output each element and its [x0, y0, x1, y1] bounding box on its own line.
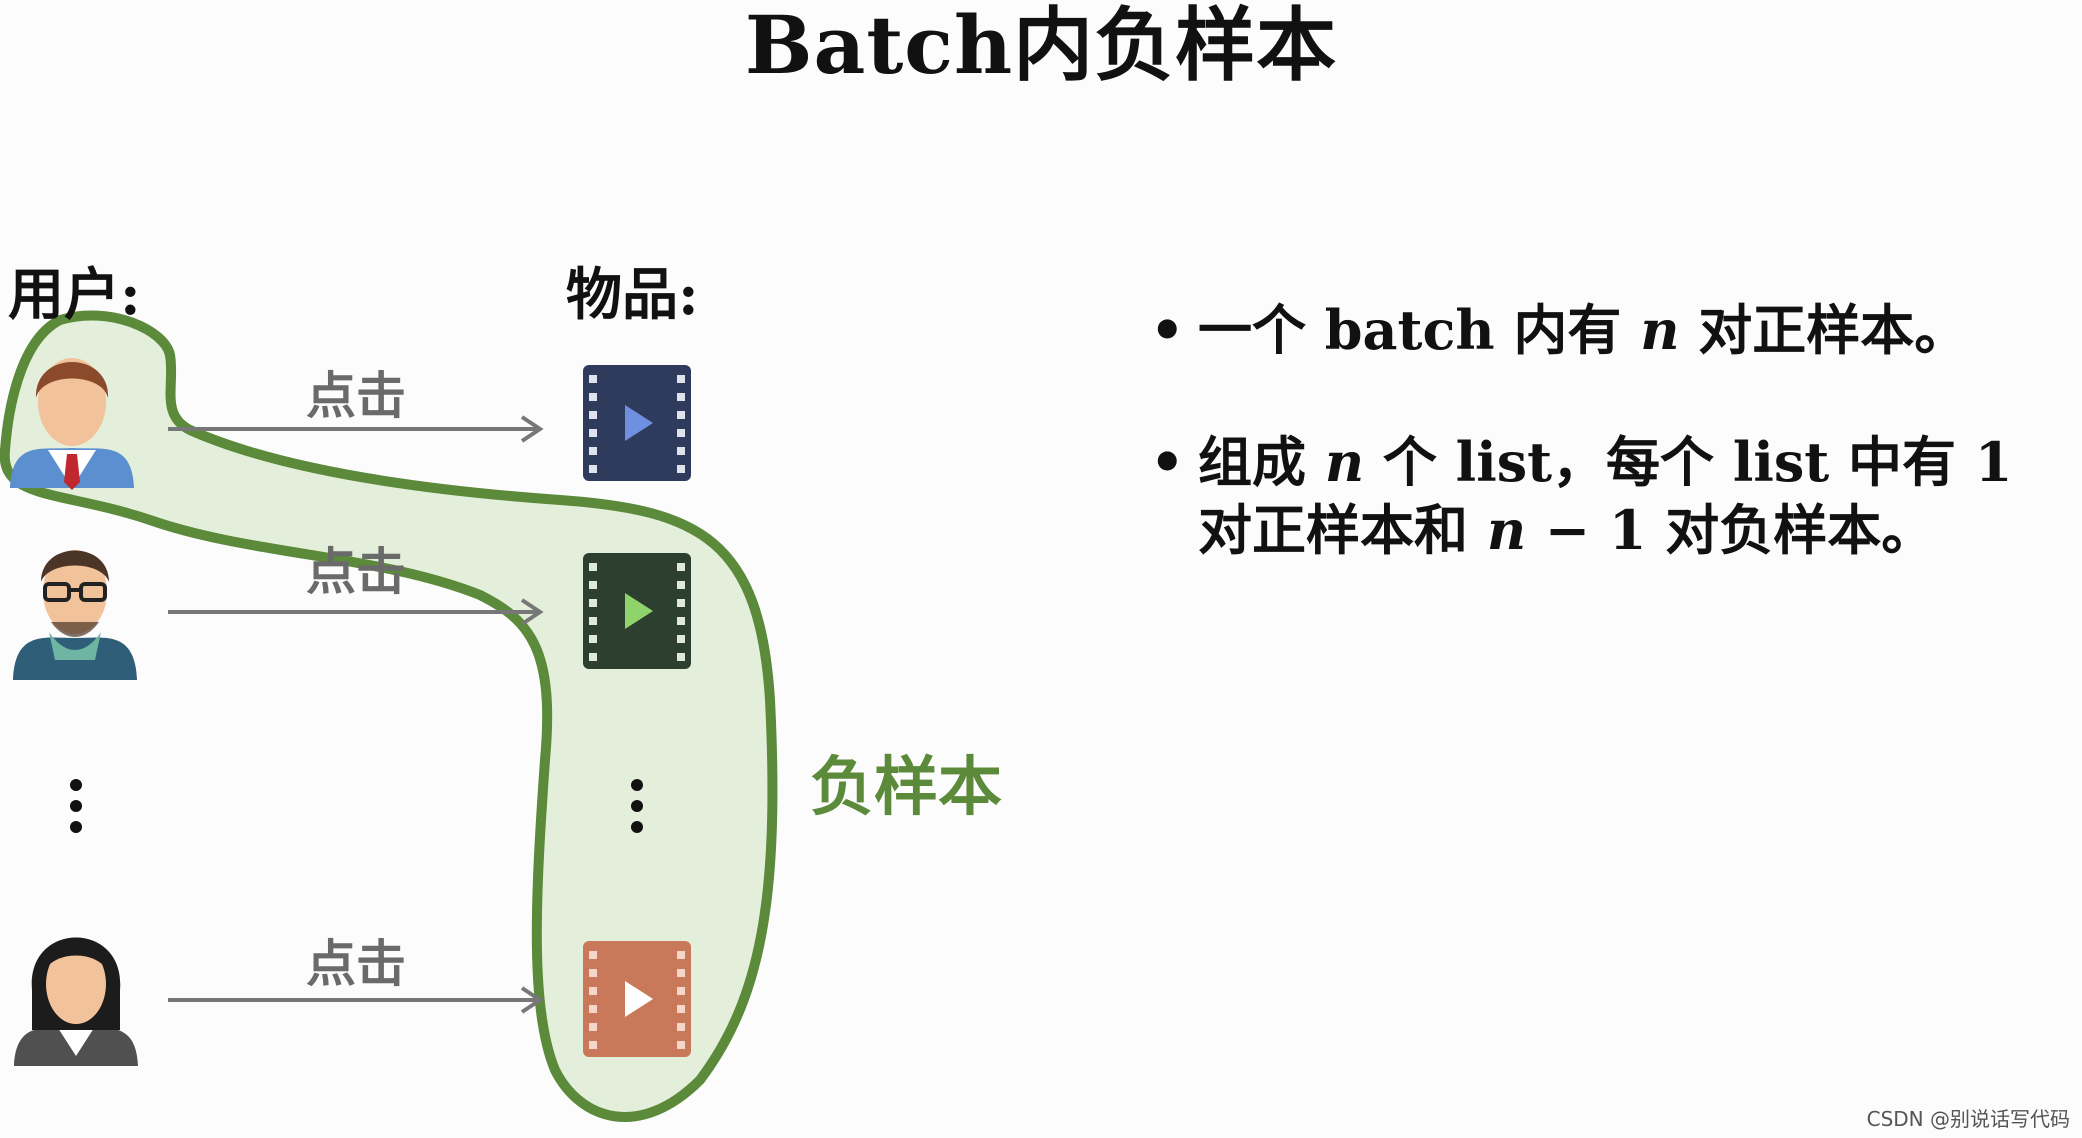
- math-var: n: [1640, 298, 1680, 362]
- math-var: n: [1324, 430, 1365, 494]
- user-avatar-1: [10, 358, 134, 490]
- bullet-dot: •: [1150, 298, 1185, 362]
- negative-sample-region: [0, 310, 778, 1122]
- bullet-item: •一个 batch 内有 n 对正样本。: [1150, 296, 1968, 364]
- edge-label: 点击: [306, 934, 406, 993]
- item-video-3: [583, 941, 691, 1057]
- user-avatar-3: [14, 937, 138, 1066]
- watermark-footer: CSDN @别说话写代码: [1866, 1107, 2070, 1131]
- bullet-continuation: 对正样本和 n − 1 对负样本。: [1198, 496, 1935, 564]
- items-ellipsis: [631, 779, 643, 833]
- bullet-text: 对正样本。: [1679, 298, 1969, 362]
- bullet-item: •组成 n 个 list，每个 list 中有 1: [1150, 428, 2012, 496]
- users-heading: 用户:: [8, 262, 141, 328]
- click-arrow-1: [168, 415, 544, 443]
- bullet-text: 一个 batch 内有: [1198, 298, 1641, 362]
- bullet-text: 个 list，每个 list 中有 1: [1364, 430, 2013, 494]
- item-video-2: [583, 553, 691, 669]
- bullet-dot: •: [1150, 430, 1185, 494]
- user-avatar-2: [13, 550, 137, 680]
- page-title: Batch内负样本: [744, 0, 1338, 92]
- bullet-text: 组成: [1198, 430, 1325, 494]
- click-arrow-3: [168, 986, 544, 1014]
- negative-sample-label: 负样本: [810, 750, 1002, 825]
- edge-label: 点击: [306, 542, 406, 601]
- bullet-text: − 1 对负样本。: [1526, 498, 1936, 562]
- bullet-text: 对正样本和: [1198, 498, 1487, 562]
- math-var: n: [1486, 498, 1527, 562]
- items-heading: 物品:: [566, 262, 699, 328]
- edge-label: 点击: [306, 366, 406, 425]
- click-arrow-2: [168, 598, 544, 626]
- item-video-1: [583, 365, 691, 481]
- users-ellipsis: [70, 779, 82, 833]
